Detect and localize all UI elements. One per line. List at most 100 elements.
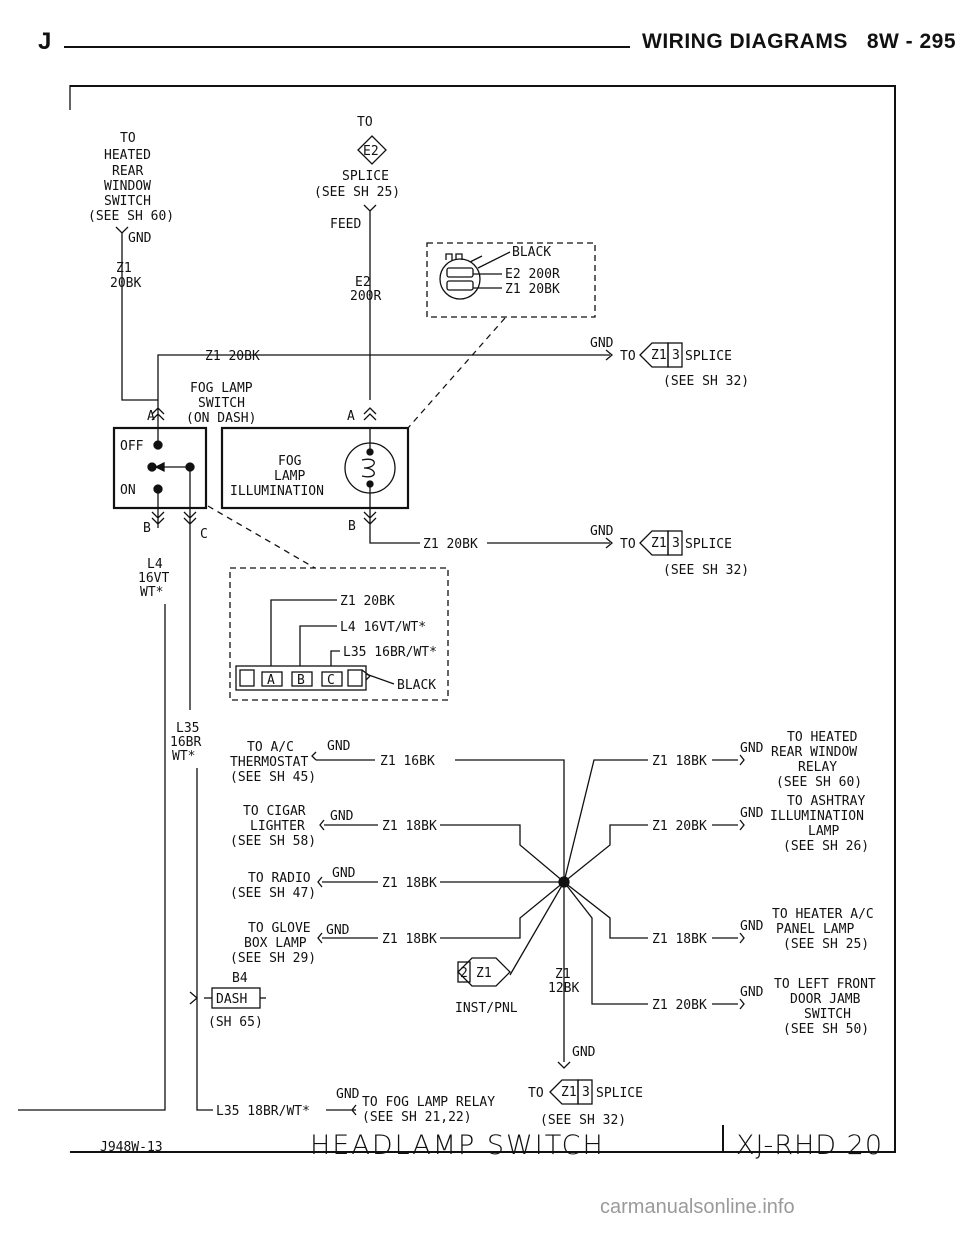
wire-upper-z1 <box>157 354 268 400</box>
label-3-main: 3 <box>582 1085 590 1100</box>
label-to-radio: TO RADIO <box>248 871 311 886</box>
label-pin-c: C <box>200 527 208 542</box>
wire-l4 <box>18 604 166 1111</box>
gnd-symbol-upper <box>605 349 614 361</box>
label-conn-l35: L35 16BR/WT* <box>343 645 437 660</box>
label-to-left-front: TO LEFT FRONT <box>774 977 876 992</box>
label-splice-main: SPLICE <box>596 1086 643 1101</box>
label-feed: FEED <box>330 217 361 232</box>
footer-tag: XJ-RHD 20 <box>736 1130 884 1161</box>
label-to-heated: TO HEATED <box>787 730 858 745</box>
label-z1-upper-badge: Z1 <box>651 348 667 363</box>
gnd-symbol-main <box>557 1061 571 1069</box>
conn-mid-wire-l4 <box>299 625 337 666</box>
conn-mid-wire-l35 <box>330 650 340 666</box>
splice-box-main <box>577 1079 593 1105</box>
label-lamp-ash: LAMP <box>808 824 839 839</box>
conn-mid-cav-c <box>321 671 343 687</box>
label-16br: 16BR <box>170 735 201 750</box>
label-gnd-door: GND <box>740 985 764 1000</box>
wire-inst-pnl <box>509 881 565 976</box>
gnd-symbol-ashtray <box>739 819 745 831</box>
label-z1-18bk-glove: Z1 18BK <box>382 932 437 947</box>
label-l35-18br: L35 18BR/WT* <box>216 1104 310 1119</box>
label-e2: E2 <box>355 275 371 290</box>
label-gnd-hrw: GND <box>128 231 152 246</box>
gnd-symbol-cigar <box>319 819 325 831</box>
label-splice: SPLICE <box>342 169 389 184</box>
b4-pin <box>189 970 198 1020</box>
gnd-symbol-glove <box>317 932 323 944</box>
label-see-sh60-relay: (SEE SH 60) <box>776 775 862 790</box>
diagram-frame <box>70 85 896 1151</box>
e2-connector-badge <box>357 135 387 165</box>
label-z1-hrw: Z1 <box>116 261 132 276</box>
label-z1-18bk-cigar: Z1 18BK <box>382 819 437 834</box>
wire-l35-lower <box>196 1020 213 1111</box>
wire-lamp-ground <box>363 508 420 544</box>
inst-pnl-badge <box>457 957 511 987</box>
lamp-contact-bottom <box>366 480 374 488</box>
gnd-symbol-relay <box>326 1104 357 1116</box>
label-black-top: BLACK <box>512 245 551 260</box>
label-window: WINDOW <box>104 179 151 194</box>
label-3-lower: 3 <box>672 536 680 551</box>
connector-mid-body <box>235 665 367 691</box>
label-see-sh26: (SEE SH 26) <box>783 839 869 854</box>
switch-off-contact <box>153 440 163 450</box>
label-z1-main-badge: Z1 <box>561 1085 577 1100</box>
wire-heater-a <box>563 881 648 939</box>
wire-e2-feed <box>363 204 377 400</box>
label-l35: L35 <box>176 721 199 736</box>
gnd-symbol-ac <box>311 751 317 761</box>
label-sh65: (SH 65) <box>208 1015 263 1030</box>
fog-illumination-box <box>220 426 410 510</box>
label-see-sh25: (SEE SH 25) <box>314 185 400 200</box>
header-rule <box>64 46 630 48</box>
header-title: WIRING DIAGRAMS 8W - 295 <box>642 30 957 53</box>
label-gnd-lower: GND <box>590 524 614 539</box>
label-see-sh32-main: (SEE SH 32) <box>540 1113 626 1128</box>
label-cav-a: A <box>267 673 275 688</box>
label-to-hrw: TO <box>120 131 136 146</box>
conn-mid-end-left <box>239 669 255 687</box>
label-wt-l35: WT* <box>172 749 195 764</box>
label-2-inst: 2 <box>460 966 468 981</box>
label-to-top: TO <box>357 115 373 130</box>
label-lighter: LIGHTER <box>250 819 305 834</box>
label-splice-lower: SPLICE <box>685 537 732 552</box>
label-gnd-cigar: GND <box>330 809 354 824</box>
wire-hrw-gnd <box>115 226 158 401</box>
label-door-jamb: DOOR JAMB <box>790 992 861 1007</box>
label-switch-door: SWITCH <box>804 1007 851 1022</box>
label-gnd-glove: GND <box>326 923 350 938</box>
wire-door-jamb-a <box>563 881 648 1005</box>
label-see-sh21-22: (SEE SH 21,22) <box>362 1110 472 1125</box>
conn-mid-cav-a <box>261 671 283 687</box>
label-gnd-upper: GND <box>590 336 614 351</box>
connector-top-pin2 <box>446 280 474 291</box>
label-l4: L4 <box>147 557 163 572</box>
switch-on-contact <box>153 484 163 494</box>
label-200r: 200R <box>350 289 381 304</box>
gnd-symbol-heater <box>739 932 745 944</box>
label-off: OFF <box>120 439 144 454</box>
conn-mid-end-right <box>347 669 363 687</box>
label-conn-z1: Z1 20BK <box>340 594 395 609</box>
label-see-sh29: (SEE SH 29) <box>230 951 316 966</box>
wire-cigar-b <box>440 824 565 883</box>
label-illumination: ILLUMINATION <box>230 484 324 499</box>
label-switch: SWITCH <box>104 194 151 209</box>
label-see-sh32-lower: (SEE SH 32) <box>663 563 749 578</box>
label-thermostat: THERMOSTAT <box>230 755 308 770</box>
label-20bk-hrw: 20BK <box>110 276 141 291</box>
label-to-upper: TO <box>620 349 636 364</box>
label-z1-main: Z1 <box>555 967 571 982</box>
watermark: carmanualsonline.info <box>600 1196 795 1218</box>
label-pin-b-left: B <box>143 521 151 536</box>
label-to-fog-relay: TO FOG LAMP RELAY <box>362 1095 495 1110</box>
label-rear-window: REAR WINDOW <box>771 745 857 760</box>
label-z1-20bk-ashtray: Z1 20BK <box>652 819 707 834</box>
label-panel-lamp: PANEL LAMP <box>776 922 854 937</box>
